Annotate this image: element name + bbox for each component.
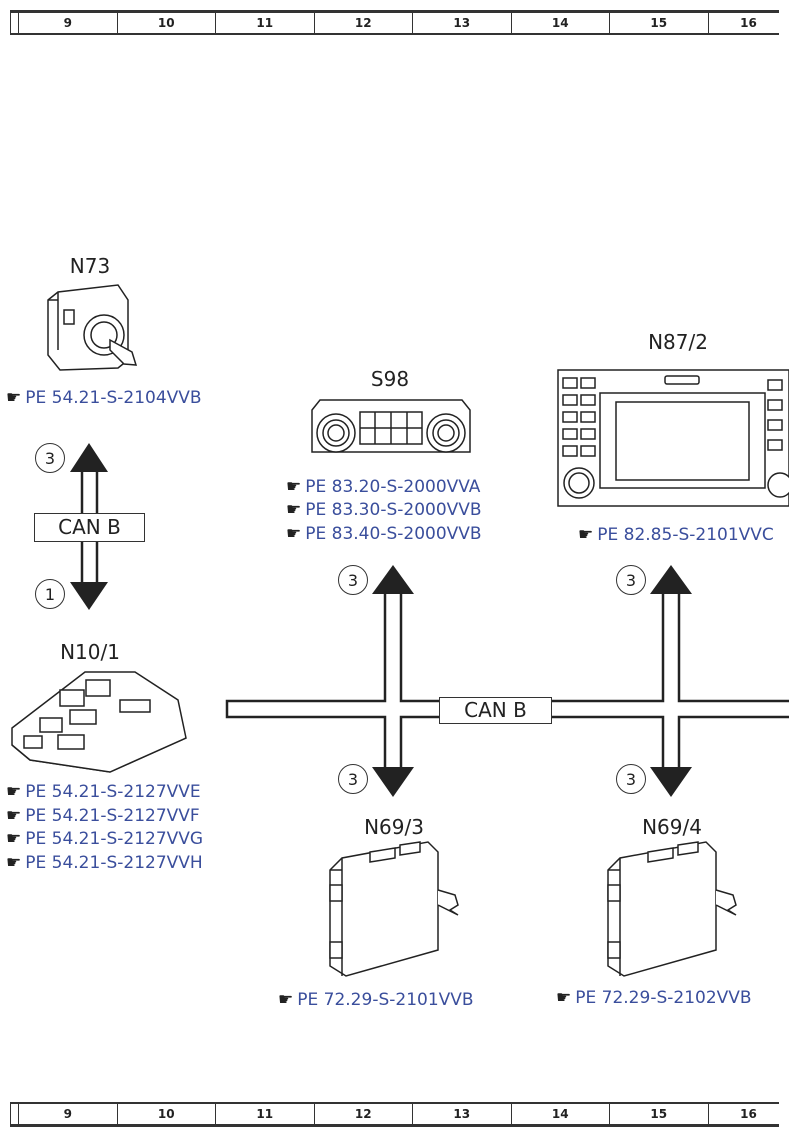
bottom-ruler: 9 10 11 12 13 14 15 16 bbox=[10, 1102, 779, 1127]
pointing-hand-icon: ☛ bbox=[6, 853, 22, 873]
ruler-col: 16 bbox=[707, 13, 789, 33]
ruler-col: 9 bbox=[18, 13, 117, 33]
ruler-margin bbox=[10, 13, 18, 33]
marker-circle: 1 bbox=[35, 579, 65, 609]
arrow-down-n10 bbox=[70, 582, 108, 610]
main-bus bbox=[225, 592, 789, 770]
reference-link[interactable]: ☛PE 82.85-S-2101VVC bbox=[578, 525, 774, 545]
marker-circle: 3 bbox=[338, 565, 368, 595]
door-control-module-icon bbox=[607, 841, 737, 977]
ruler-col: 10 bbox=[116, 1104, 216, 1124]
reference-link[interactable]: ☛PE 54.21-S-2127VVF bbox=[6, 806, 200, 826]
can-bus-label: CAN B bbox=[34, 513, 145, 542]
pointing-hand-icon: ☛ bbox=[556, 988, 572, 1008]
ruler-col: 11 bbox=[215, 1104, 314, 1124]
pointing-hand-icon: ☛ bbox=[286, 477, 302, 497]
ruler-margin bbox=[10, 1104, 18, 1124]
ruler-col: 15 bbox=[609, 1104, 708, 1124]
door-control-module-icon bbox=[329, 841, 459, 977]
component-label-n69-4: N69/4 bbox=[642, 815, 702, 839]
arrow-up-s98 bbox=[372, 565, 414, 594]
pointing-hand-icon: ☛ bbox=[6, 829, 22, 849]
ruler-col: 9 bbox=[18, 1104, 117, 1124]
top-ruler: 9 10 11 12 13 14 15 16 bbox=[10, 10, 779, 35]
reference-link[interactable]: ☛PE 54.21-S-2127VVE bbox=[6, 782, 201, 802]
ruler-col: 12 bbox=[313, 1104, 413, 1124]
reference-link[interactable]: ☛PE 54.21-S-2104VVB bbox=[6, 388, 202, 408]
reference-link[interactable]: ☛PE 54.21-S-2127VVH bbox=[6, 853, 203, 873]
reference-link[interactable]: ☛PE 83.30-S-2000VVB bbox=[286, 500, 482, 520]
ruler-col: 16 bbox=[707, 1104, 789, 1124]
pointing-hand-icon: ☛ bbox=[6, 782, 22, 802]
climate-control-panel-icon bbox=[311, 399, 471, 453]
pointing-hand-icon: ☛ bbox=[286, 500, 302, 520]
control-unit-board-icon bbox=[11, 671, 187, 773]
reference-link[interactable]: ☛PE 72.29-S-2102VVB bbox=[556, 988, 752, 1008]
head-unit-display-icon bbox=[557, 369, 789, 507]
ruler-col: 13 bbox=[412, 1104, 511, 1124]
component-label-n73: N73 bbox=[69, 254, 111, 278]
component-label-n87-2: N87/2 bbox=[648, 330, 708, 354]
ruler-col: 13 bbox=[412, 13, 511, 33]
ignition-switch-icon bbox=[47, 284, 138, 371]
marker-circle: 3 bbox=[338, 764, 368, 794]
ruler-col: 14 bbox=[510, 1104, 610, 1124]
pointing-hand-icon: ☛ bbox=[6, 388, 22, 408]
reference-link[interactable]: ☛PE 72.29-S-2101VVB bbox=[278, 990, 474, 1010]
reference-link[interactable]: ☛PE 83.20-S-2000VVA bbox=[286, 477, 481, 497]
arrow-down-n69-4 bbox=[650, 767, 692, 797]
marker-circle: 3 bbox=[616, 764, 646, 794]
pointing-hand-icon: ☛ bbox=[278, 990, 294, 1010]
pointing-hand-icon: ☛ bbox=[286, 524, 302, 544]
arrow-up-n73 bbox=[70, 443, 108, 472]
arrow-down-n69-3 bbox=[372, 767, 414, 797]
component-label-n69-3: N69/3 bbox=[364, 815, 424, 839]
arrow-up-n87 bbox=[650, 565, 692, 594]
ruler-col: 11 bbox=[215, 13, 314, 33]
pointing-hand-icon: ☛ bbox=[6, 806, 22, 826]
ruler-col: 14 bbox=[510, 13, 610, 33]
reference-link[interactable]: ☛PE 83.40-S-2000VVB bbox=[286, 524, 482, 544]
can-bus-label: CAN B bbox=[439, 697, 552, 724]
pointing-hand-icon: ☛ bbox=[578, 525, 594, 545]
ruler-col: 10 bbox=[116, 13, 216, 33]
reference-link[interactable]: ☛PE 54.21-S-2127VVG bbox=[6, 829, 204, 849]
component-label-s98: S98 bbox=[370, 367, 410, 391]
component-label-n10-1: N10/1 bbox=[60, 640, 120, 664]
marker-circle: 3 bbox=[616, 565, 646, 595]
ruler-col: 12 bbox=[313, 13, 413, 33]
ruler-col: 15 bbox=[609, 13, 708, 33]
marker-circle: 3 bbox=[35, 443, 65, 473]
